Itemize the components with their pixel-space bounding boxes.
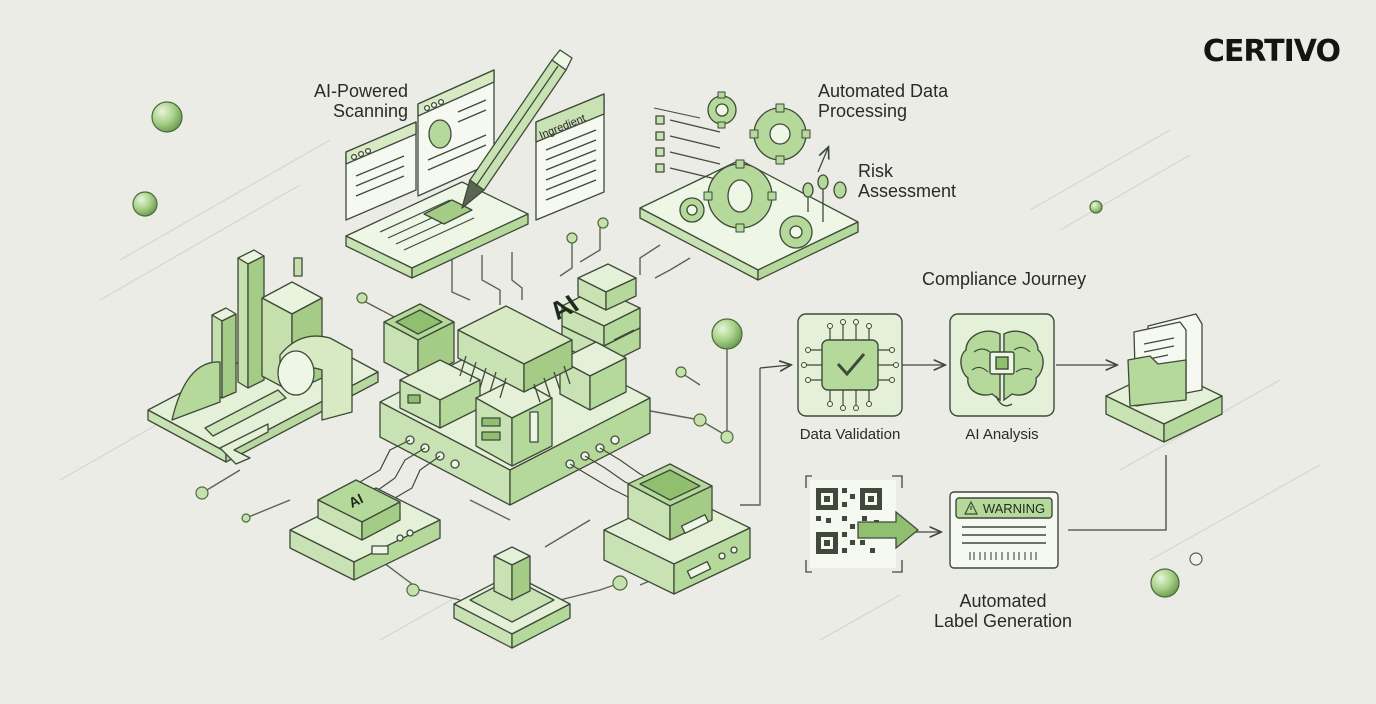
sphere xyxy=(1189,552,1203,566)
risk-assessment-label: Risk Assessment xyxy=(858,161,957,202)
certivo-logo: CERTIVO xyxy=(1202,34,1341,69)
automated-label-generation-label: Automated Label Generation xyxy=(933,591,1073,632)
brain-chip-icon xyxy=(960,330,1044,407)
data-validation-step xyxy=(797,313,903,417)
automated-data-processing-label: Automated Data Processing xyxy=(818,81,949,122)
sphere xyxy=(1089,200,1103,214)
ai-hub xyxy=(379,263,651,506)
sphere xyxy=(1150,568,1180,598)
ai-scanning-illustration xyxy=(345,49,605,279)
document-icon xyxy=(345,121,417,221)
sphere xyxy=(151,101,183,133)
qr-code-icon xyxy=(805,475,920,573)
ai-chip-icon xyxy=(457,305,573,403)
document-icon xyxy=(417,69,495,197)
compliance-flow xyxy=(759,365,1167,532)
server-block-icon xyxy=(383,303,455,381)
small-ai-chip-label: AI xyxy=(346,490,366,511)
right-server-platform xyxy=(603,463,751,595)
checkmark-chip-icon xyxy=(801,319,899,411)
gear-icon xyxy=(679,95,813,249)
ingredient-list-icon xyxy=(535,93,605,221)
decorative-spheres xyxy=(132,101,1203,598)
sphere xyxy=(132,191,158,217)
data-processing-illustration xyxy=(639,91,859,281)
city-buildings-icon xyxy=(147,249,379,465)
ai-analysis-step xyxy=(949,313,1055,417)
barcode-icon xyxy=(969,552,1037,560)
server-block-icon xyxy=(399,359,481,429)
data-validation-label: Data Validation xyxy=(799,426,901,443)
server-block-icon xyxy=(559,341,627,411)
compliance-journey-title: Compliance Journey xyxy=(922,269,1087,289)
bottom-block-platform xyxy=(453,546,571,649)
ai-powered-scanning-label: AI-Powered Scanning xyxy=(313,81,408,122)
warning-label-icon xyxy=(949,491,1059,569)
checklist-icon xyxy=(653,107,721,181)
sphere xyxy=(711,318,743,350)
risk-indicators xyxy=(802,148,847,222)
small-ai-chip-platform xyxy=(289,479,441,581)
gear-teeth xyxy=(703,91,811,233)
server-block-icon xyxy=(561,263,641,367)
connector-nodes xyxy=(195,217,734,597)
pen-icon xyxy=(461,49,573,209)
warning-label-title: WARNING xyxy=(983,501,1045,516)
warning-triangle-icon xyxy=(964,500,978,515)
ai-analysis-label: AI Analysis xyxy=(965,426,1039,443)
folder-documents-icon xyxy=(1105,313,1223,443)
